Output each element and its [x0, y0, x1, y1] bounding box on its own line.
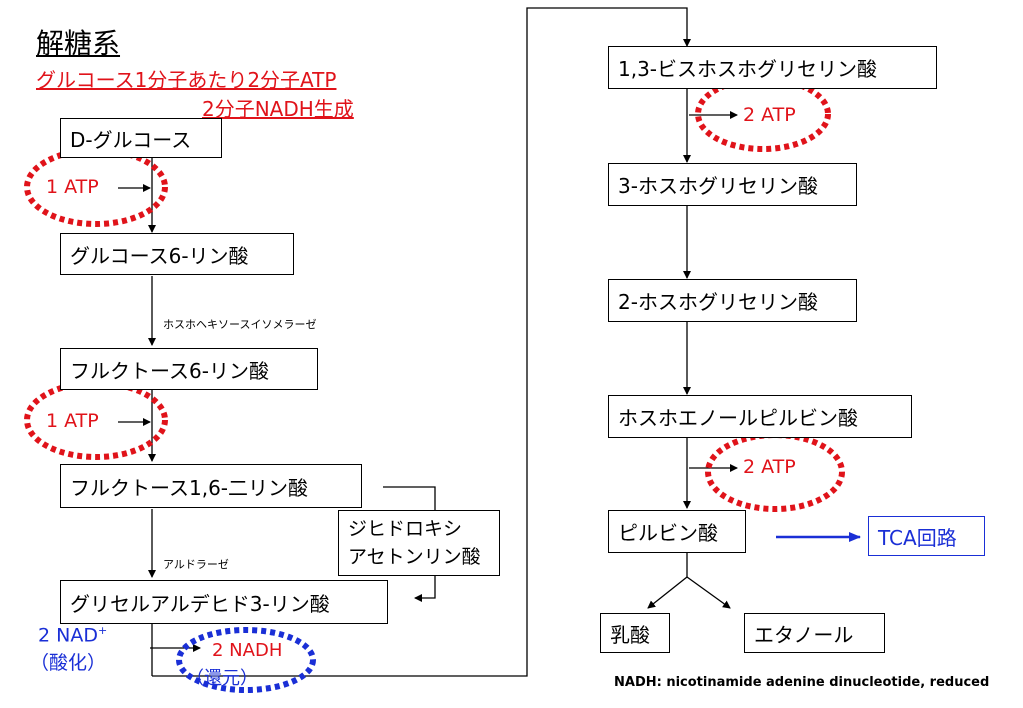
- box-lactate: 乳酸: [600, 613, 670, 653]
- atp-out-1-ellipse: [695, 76, 831, 152]
- atp-in-1-label: 1 ATP: [46, 176, 99, 198]
- box-pg2: 2-ホスホグリセリン酸: [608, 279, 857, 322]
- enzyme-aldolase: アルドラーゼ: [163, 558, 229, 571]
- box-pyruvate: ピルビン酸: [608, 510, 746, 553]
- box-f16bp: フルクトース1,6-二リン酸: [60, 464, 362, 508]
- footnote-nadh: NADH: nicotinamide adenine dinucleotide,…: [614, 675, 990, 690]
- box-f6p: フルクトース6-リン酸: [60, 348, 318, 390]
- box-g3p: グリセルアルデヒド3-リン酸: [60, 580, 388, 624]
- connector-f16bp-dhap: [383, 486, 436, 511]
- box-pep: ホスホエノールピルビン酸: [608, 395, 912, 438]
- box-tca: TCA回路: [868, 516, 985, 556]
- connector-to-right-column: [152, 7, 691, 677]
- enzyme-isomerase: ホスホヘキソースイソメラーゼ: [163, 318, 317, 331]
- box-glucose: D-グルコース: [60, 118, 222, 158]
- nadh-reduced-label: （還元）: [186, 668, 258, 689]
- atp-in-2-label: 1 ATP: [46, 410, 99, 432]
- nad-label: 2 NAD+: [38, 624, 108, 647]
- box-pg3: 3-ホスホグリセリン酸: [608, 163, 857, 206]
- summary-nadh-yield: 2分子NADH生成: [202, 97, 354, 121]
- box-g6p: グルコース6-リン酸: [60, 233, 294, 275]
- nad-oxidized-label: （酸化）: [30, 652, 107, 674]
- summary-atp-yield: グルコース1分子あたり2分子ATP: [36, 68, 337, 92]
- box-bpg13: 1,3-ビスホスホグリセリン酸: [608, 46, 937, 89]
- atp-out-1-label: 2 ATP: [743, 104, 796, 126]
- nadh-label: 2 NADH: [212, 640, 283, 661]
- arrow-to-lactate: [647, 576, 688, 609]
- box-dhap: ジヒドロキシ アセトンリン酸: [338, 510, 500, 576]
- arrow-to-ethanol: [686, 576, 731, 609]
- box-ethanol: エタノール: [744, 613, 885, 653]
- nadh-ellipse: [176, 627, 316, 693]
- page-title: 解糖系: [36, 27, 121, 60]
- arrow-dhap-to-g3p: [414, 576, 436, 602]
- atp-out-2-label: 2 ATP: [743, 456, 796, 478]
- atp-out-2-ellipse: [705, 432, 845, 512]
